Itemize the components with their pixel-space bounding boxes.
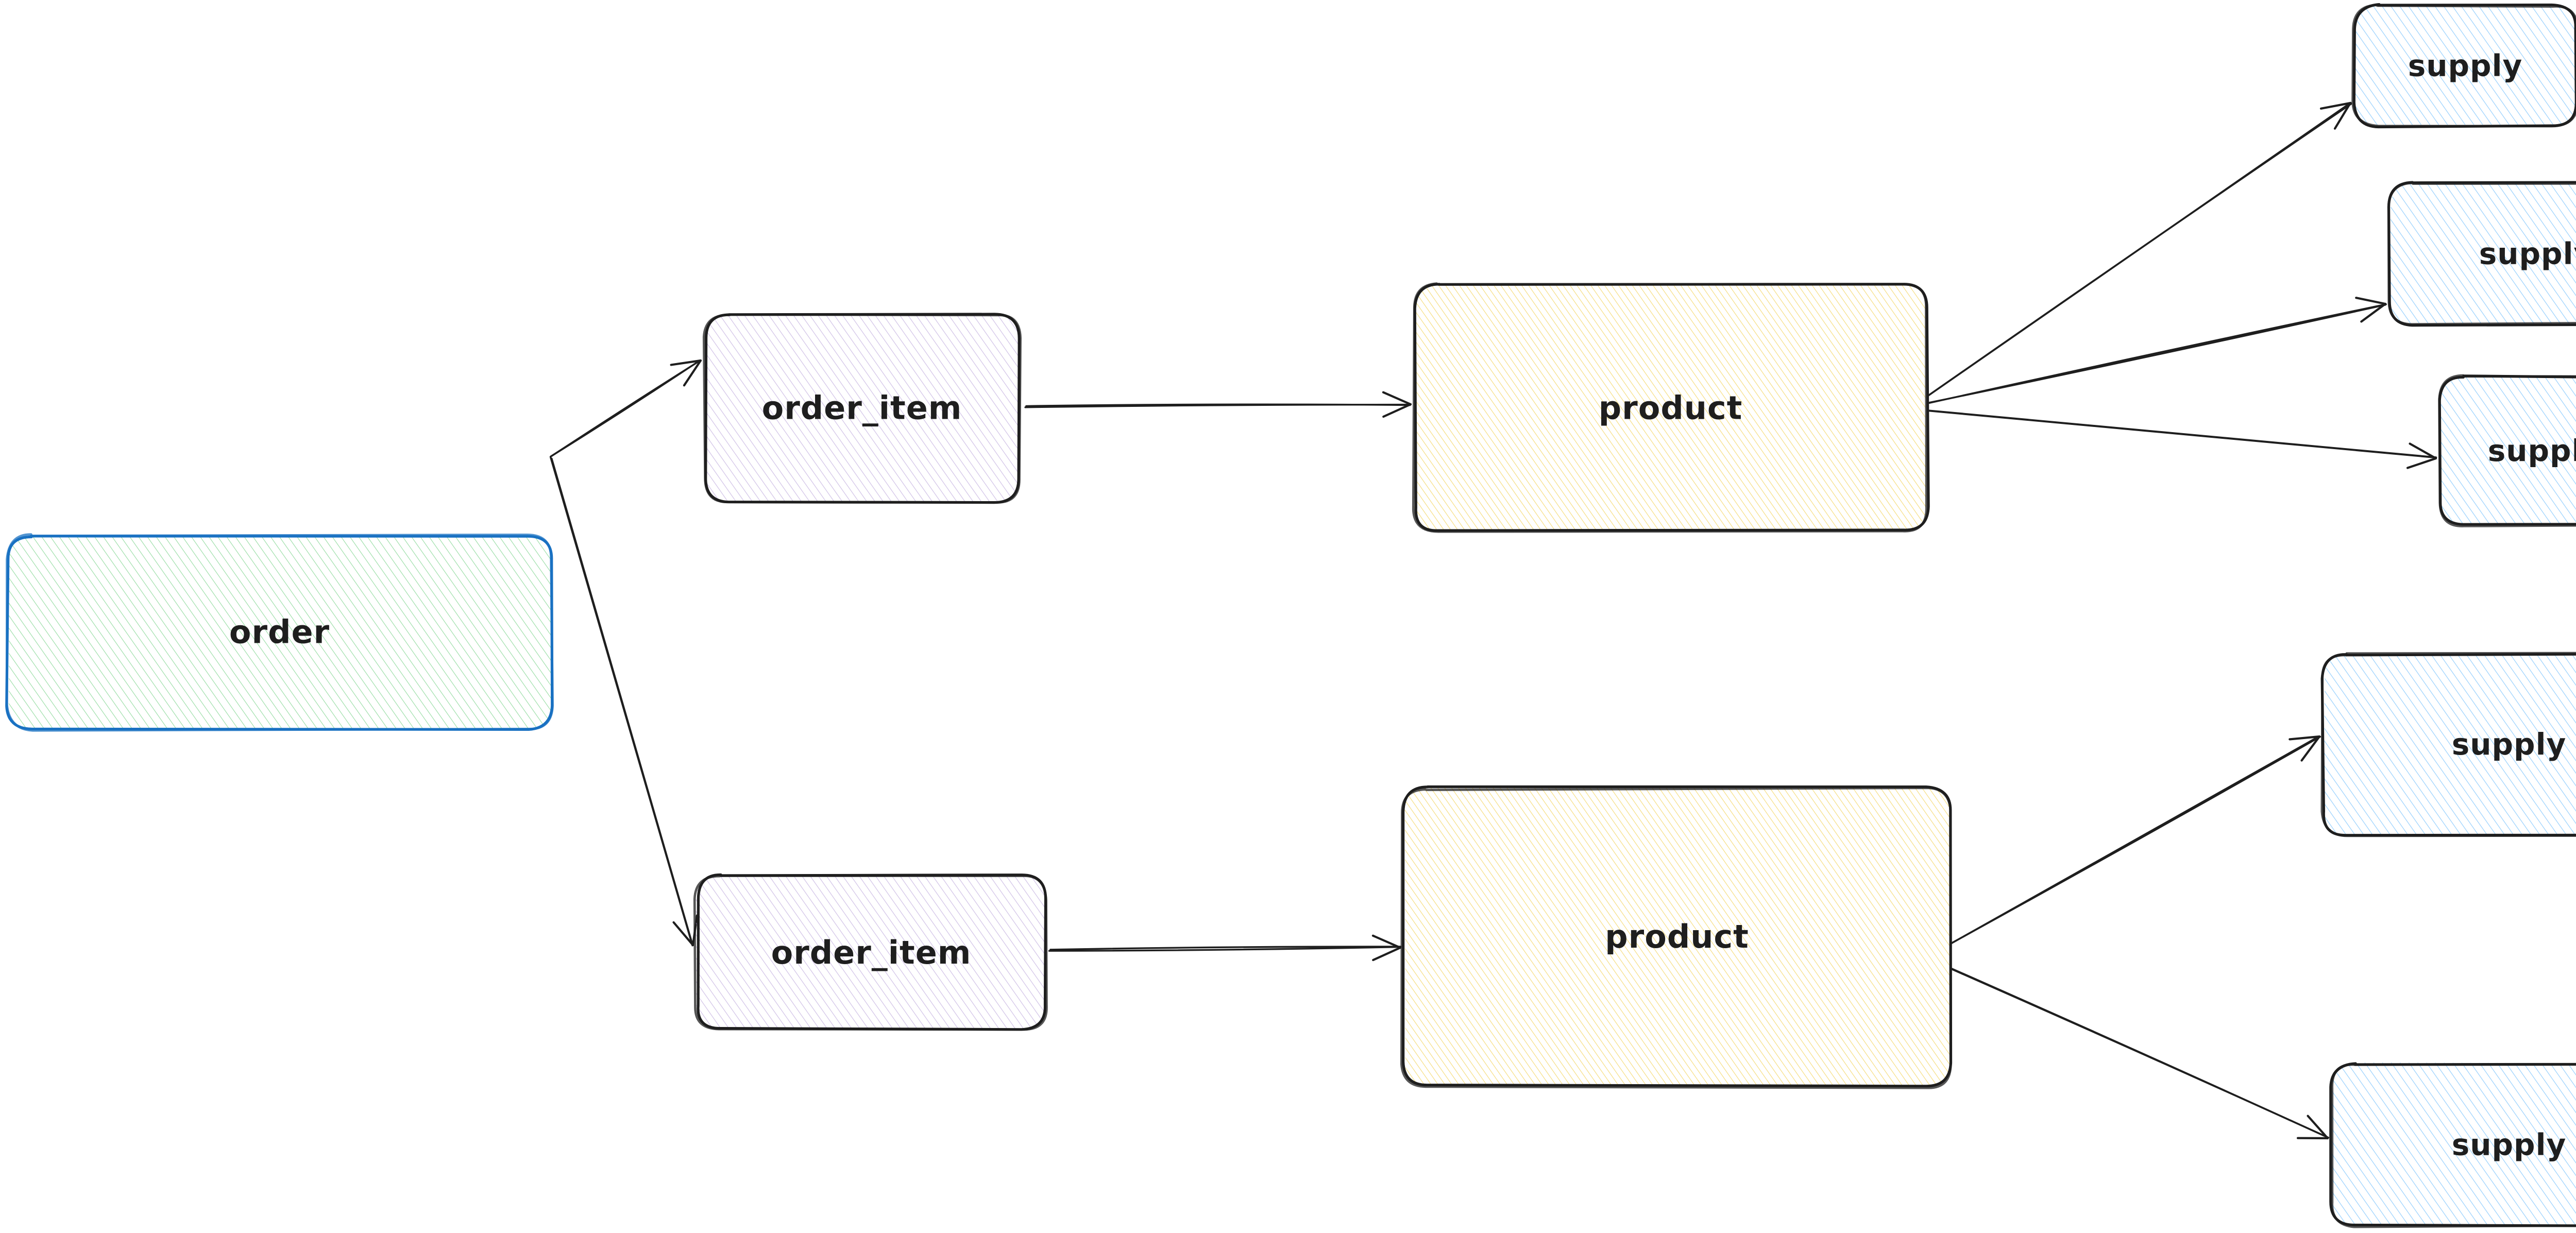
arrow-head-icon bbox=[2360, 302, 2387, 323]
node-label-supply_3: supply bbox=[2488, 433, 2576, 468]
edge-product_bottom-to-supply_5[interactable] bbox=[1929, 958, 2329, 1140]
node-fill bbox=[2439, 375, 2576, 525]
node-label-supply_2: supply bbox=[2479, 236, 2576, 271]
node-fill bbox=[705, 314, 1019, 503]
node-order_item_bottom[interactable]: order_item bbox=[693, 873, 1048, 1031]
node-label-supply_4: supply bbox=[2452, 727, 2567, 762]
arrow-head-icon bbox=[672, 921, 694, 947]
node-fill bbox=[2389, 183, 2576, 324]
node-outline bbox=[2387, 181, 2576, 327]
node-label-order: order bbox=[229, 613, 330, 651]
arrow-head-icon bbox=[2333, 101, 2352, 130]
edge-order-to-order_item_top[interactable] bbox=[549, 359, 702, 458]
edge-order_item_bottom-to-product_bottom[interactable] bbox=[1048, 934, 1402, 962]
edge-stroke bbox=[550, 456, 693, 947]
node-label-order_item_bottom: order_item bbox=[771, 934, 972, 971]
node-label-order_item_top: order_item bbox=[762, 389, 962, 427]
arrow-head-icon bbox=[2307, 1115, 2329, 1140]
node-supply_5[interactable]: supply bbox=[2329, 1062, 2576, 1228]
node-outline bbox=[2438, 374, 2576, 526]
node-label-supply_5: supply bbox=[2452, 1127, 2567, 1162]
edge-stroke bbox=[1922, 303, 2387, 405]
arrow-head-icon bbox=[670, 359, 702, 366]
edge-stroke bbox=[1929, 735, 2320, 956]
node-product_bottom[interactable]: product bbox=[1400, 785, 1953, 1089]
node-label-product_bottom: product bbox=[1605, 918, 1749, 955]
node-label-product_top: product bbox=[1599, 389, 1742, 427]
edge-stroke bbox=[1048, 946, 1401, 952]
node-outline bbox=[704, 313, 1021, 504]
node-supply_1[interactable]: supply bbox=[2351, 3, 2576, 129]
arrow-head-icon bbox=[1382, 391, 1412, 406]
node-label-supply_1: supply bbox=[2408, 48, 2523, 83]
edge-stroke bbox=[1923, 101, 2352, 400]
node-supply_2[interactable]: supply bbox=[2387, 181, 2576, 327]
node-supply_3[interactable]: supply bbox=[2438, 374, 2576, 527]
node-fill bbox=[1413, 285, 1926, 532]
node-outline bbox=[2329, 1062, 2576, 1227]
node-outline bbox=[5, 535, 554, 731]
edge-order_item_top-to-product_top[interactable] bbox=[1024, 391, 1412, 418]
arrow-head-icon bbox=[2406, 457, 2437, 469]
edge-stroke bbox=[1929, 958, 2329, 1139]
node-outline bbox=[1413, 283, 1930, 532]
node-fill bbox=[2354, 5, 2576, 125]
arrow-head-icon bbox=[2355, 297, 2387, 305]
node-supply_4[interactable]: supply bbox=[2320, 652, 2576, 837]
node-product_top[interactable]: product bbox=[1412, 282, 1930, 533]
node-outline bbox=[2352, 3, 2576, 129]
node-outline bbox=[697, 873, 1047, 1031]
arrow-head-icon bbox=[2319, 101, 2352, 110]
arrow-head-icon bbox=[1372, 946, 1402, 962]
arrow-head-icon bbox=[2289, 735, 2321, 741]
edge-stroke bbox=[1923, 409, 2437, 459]
node-fill bbox=[2324, 653, 2576, 835]
arrow-head-icon bbox=[683, 359, 702, 387]
edges-layer bbox=[549, 101, 2437, 1140]
edge-stroke bbox=[1024, 403, 1411, 408]
edge-product_top-to-supply_2[interactable] bbox=[1922, 297, 2387, 405]
node-fill bbox=[2330, 1063, 2576, 1225]
nodes-layer: orderorder_itemorder_itemproductproducts… bbox=[5, 3, 2576, 1228]
arrow-head-icon bbox=[2300, 735, 2321, 762]
arrow-head-icon bbox=[1382, 403, 1412, 418]
node-outline bbox=[2320, 653, 2576, 837]
node-order_item_top[interactable]: order_item bbox=[702, 313, 1022, 504]
edge-product_top-to-supply_1[interactable] bbox=[1923, 101, 2352, 400]
arrow-head-icon bbox=[2409, 442, 2437, 460]
arrow-head-icon bbox=[1371, 934, 1402, 949]
edge-product_top-to-supply_3[interactable] bbox=[1923, 409, 2437, 469]
node-fill bbox=[9, 535, 552, 729]
edge-order-to-order_item_bottom[interactable] bbox=[550, 456, 698, 947]
node-fill bbox=[696, 876, 1047, 1030]
node-fill bbox=[1404, 786, 1951, 1086]
node-order[interactable]: order bbox=[5, 533, 554, 732]
edge-stroke bbox=[549, 359, 701, 458]
edge-stroke bbox=[1049, 946, 1402, 951]
node-outline bbox=[1402, 785, 1953, 1088]
edge-product_bottom-to-supply_4[interactable] bbox=[1929, 735, 2321, 956]
